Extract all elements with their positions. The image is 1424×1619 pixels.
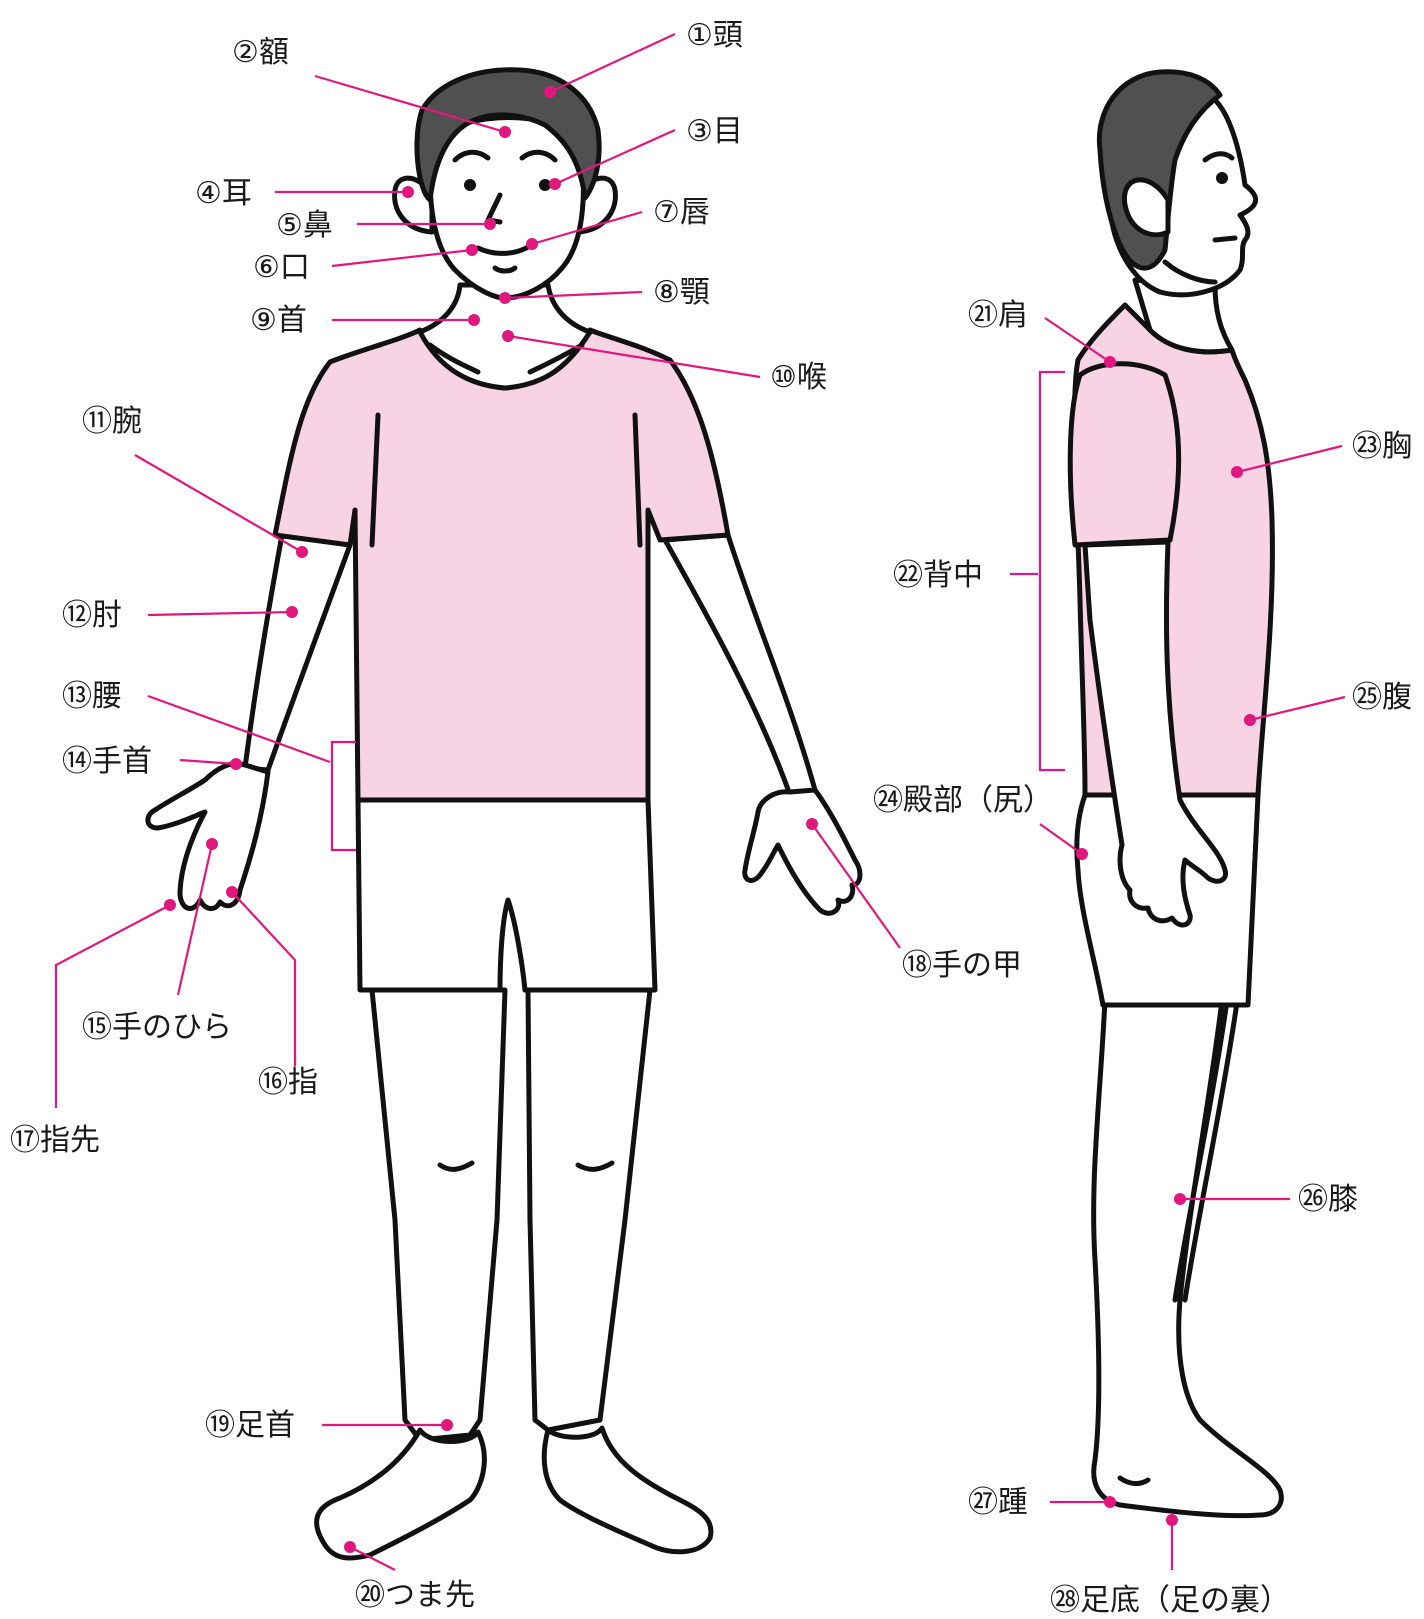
label-ear: ④耳 (195, 176, 252, 211)
side-figure (1070, 72, 1281, 1516)
label-shoulder: ㉑肩 (968, 298, 1028, 333)
label-back-of-hand: ⑱手の甲 (902, 948, 1022, 983)
front-shorts (358, 800, 655, 990)
front-right-hand (148, 764, 268, 909)
front-right-arm (245, 535, 350, 770)
label-lips: ⑦唇 (653, 195, 710, 230)
front-left-arm (665, 535, 815, 795)
label-chest: ㉓胸 (1352, 429, 1412, 464)
label-finger: ⑯指 (258, 1065, 318, 1100)
front-left-foot (544, 1428, 711, 1552)
label-elbow: ⑫肘 (62, 598, 122, 633)
label-head: ①頭 (686, 18, 743, 53)
label-fingertip: ⑰指先 (10, 1123, 100, 1158)
label-nose: ⑤鼻 (276, 208, 333, 243)
label-buttocks: ㉔殿部（尻） (873, 783, 1053, 818)
label-ankle: ⑲足首 (205, 1408, 295, 1443)
front-right-foot (317, 1430, 485, 1558)
label-jaw: ⑧顎 (653, 275, 710, 310)
label-toe: ⑳つま先 (355, 1578, 475, 1613)
label-arm: ⑪腕 (82, 404, 142, 439)
front-left-hand (745, 790, 860, 913)
front-left-leg (528, 990, 650, 1430)
front-right-leg (372, 990, 505, 1440)
label-eye: ③目 (686, 114, 743, 149)
label-waist: ⑬腰 (62, 679, 122, 714)
label-back: ㉒背中 (893, 558, 983, 593)
label-neck: ⑨首 (250, 303, 307, 338)
label-abdomen: ㉕腹 (1352, 680, 1412, 715)
label-palm: ⑮手のひら (82, 1010, 232, 1045)
label-sole: ㉘足底（足の裏） (1050, 1583, 1290, 1618)
label-heel: ㉗踵 (968, 1485, 1028, 1520)
side-leg (1094, 1000, 1282, 1516)
label-throat: ⑩喉 (770, 360, 827, 395)
side-sleeve (1070, 364, 1178, 545)
label-forehead: ②額 (232, 35, 289, 70)
label-wrist: ⑭手首 (62, 744, 152, 779)
label-mouth: ⑥口 (253, 250, 310, 285)
label-knee: ㉖膝 (1298, 1182, 1358, 1217)
